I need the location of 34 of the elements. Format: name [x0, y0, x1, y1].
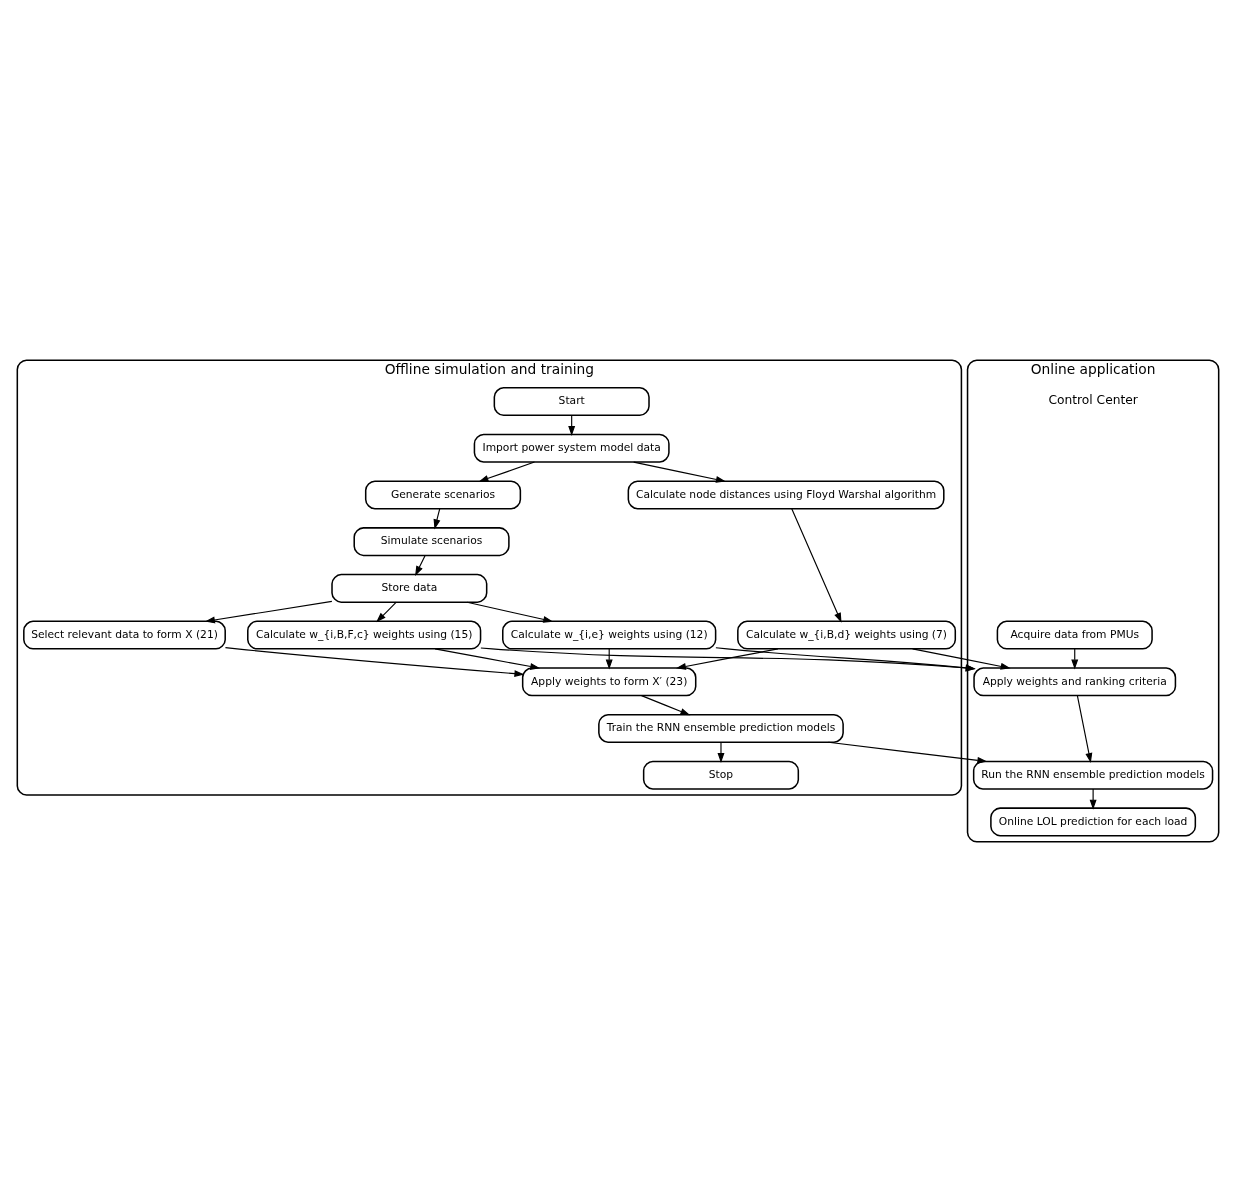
- arrow: [376, 601, 397, 623]
- arrow: [1089, 788, 1097, 810]
- node-box: Calculate w_{i,e} weights using (12): [502, 620, 717, 650]
- arrow: [715, 647, 976, 672]
- arrow: [717, 741, 725, 763]
- node-box: Calculate w_{i,B,d} weights using (7): [737, 620, 957, 650]
- node-box: Import power system model data: [473, 433, 670, 463]
- arrow: [224, 647, 525, 678]
- arrow: [204, 600, 333, 624]
- node-box: Run the RNN ensemble prediction models: [972, 760, 1214, 790]
- arrow: [675, 648, 779, 670]
- node-box: Apply weights and ranking criteria: [973, 667, 1177, 697]
- arrow: [466, 601, 554, 623]
- node-box: Calculate node distances using Floyd Warshal algorithm: [627, 480, 945, 510]
- arrow: [1076, 695, 1093, 763]
- node-box: Online LOL prediction for each load: [990, 807, 1197, 837]
- arrow: [912, 648, 1011, 670]
- node-box: Select relevant data to form X (21): [23, 620, 226, 650]
- arrow: [433, 508, 441, 530]
- node-box: Store data: [331, 573, 488, 603]
- node-box: Stop: [642, 760, 800, 790]
- node-box: Simulate scenarios: [353, 527, 510, 557]
- node-box: Apply weights to form X′ (23): [521, 667, 697, 697]
- node-box: Calculate w_{i,B,F,c} weights using (15): [247, 620, 482, 650]
- arrow: [434, 648, 541, 670]
- node-box: Acquire data from PMUs: [996, 620, 1153, 650]
- arrow: [478, 461, 536, 482]
- node-box: Start: [493, 387, 650, 417]
- arrow: [827, 741, 988, 764]
- arrow: [791, 508, 842, 623]
- node-box: Generate scenarios: [364, 480, 522, 510]
- node-box: Train the RNN ensemble prediction models: [598, 713, 844, 744]
- label: Control Center: [1048, 393, 1138, 408]
- arrow: [415, 554, 426, 576]
